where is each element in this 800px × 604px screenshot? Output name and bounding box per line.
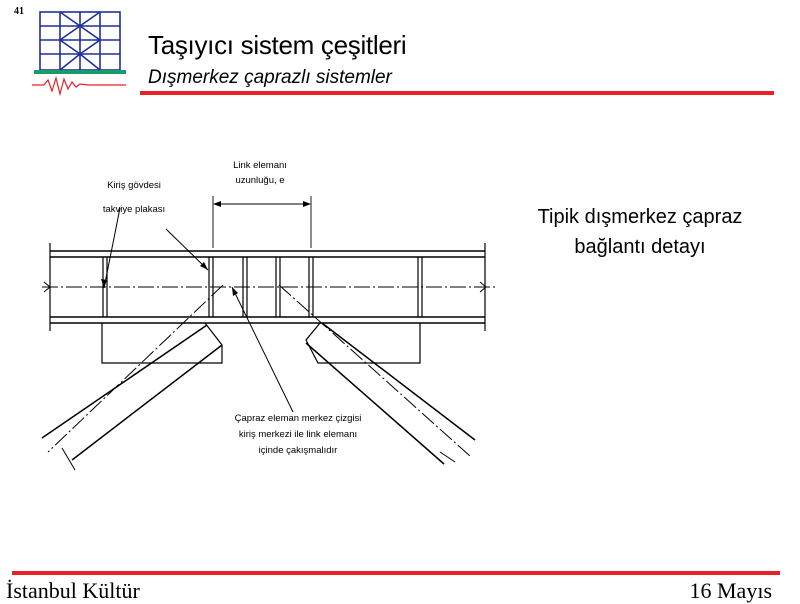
- diagram-caption: Tipik dışmerkez çapraz bağlantı detayı: [500, 202, 780, 262]
- web-stiffener-label-line1: Kiriş gövdesi: [107, 180, 161, 191]
- brace-centerline-label-line3: içinde çakışmalıdır: [258, 445, 338, 456]
- slide-title: Taşıyıcı sistem çeşitleri: [148, 30, 407, 60]
- brace-centerline-label-line2: kiriş merkezi ile link elemanı: [238, 429, 358, 440]
- caption-line-2: bağlantı detayı: [574, 236, 706, 258]
- footer-divider: [12, 571, 780, 575]
- footer-date: 16 Mayıs: [689, 578, 773, 603]
- caption-line-1: Tipik dışmerkez çapraz: [537, 206, 743, 228]
- building-logo-icon: [32, 11, 126, 96]
- header-divider: [140, 91, 774, 95]
- brace-centerline-label-line1: Çapraz eleman merkez çizgisi: [234, 413, 362, 424]
- footer-institution: İstanbul Kültür: [6, 578, 140, 603]
- slide-subtitle: Dışmerkez çaprazlı sistemler: [148, 67, 392, 88]
- link-length-label-line1: Link elemanı: [233, 160, 287, 171]
- slide-number: 41: [14, 6, 24, 17]
- link-length-label-line2: uzunluğu, e: [235, 175, 285, 186]
- web-stiffener-label-line2: takviye plakası: [102, 204, 166, 215]
